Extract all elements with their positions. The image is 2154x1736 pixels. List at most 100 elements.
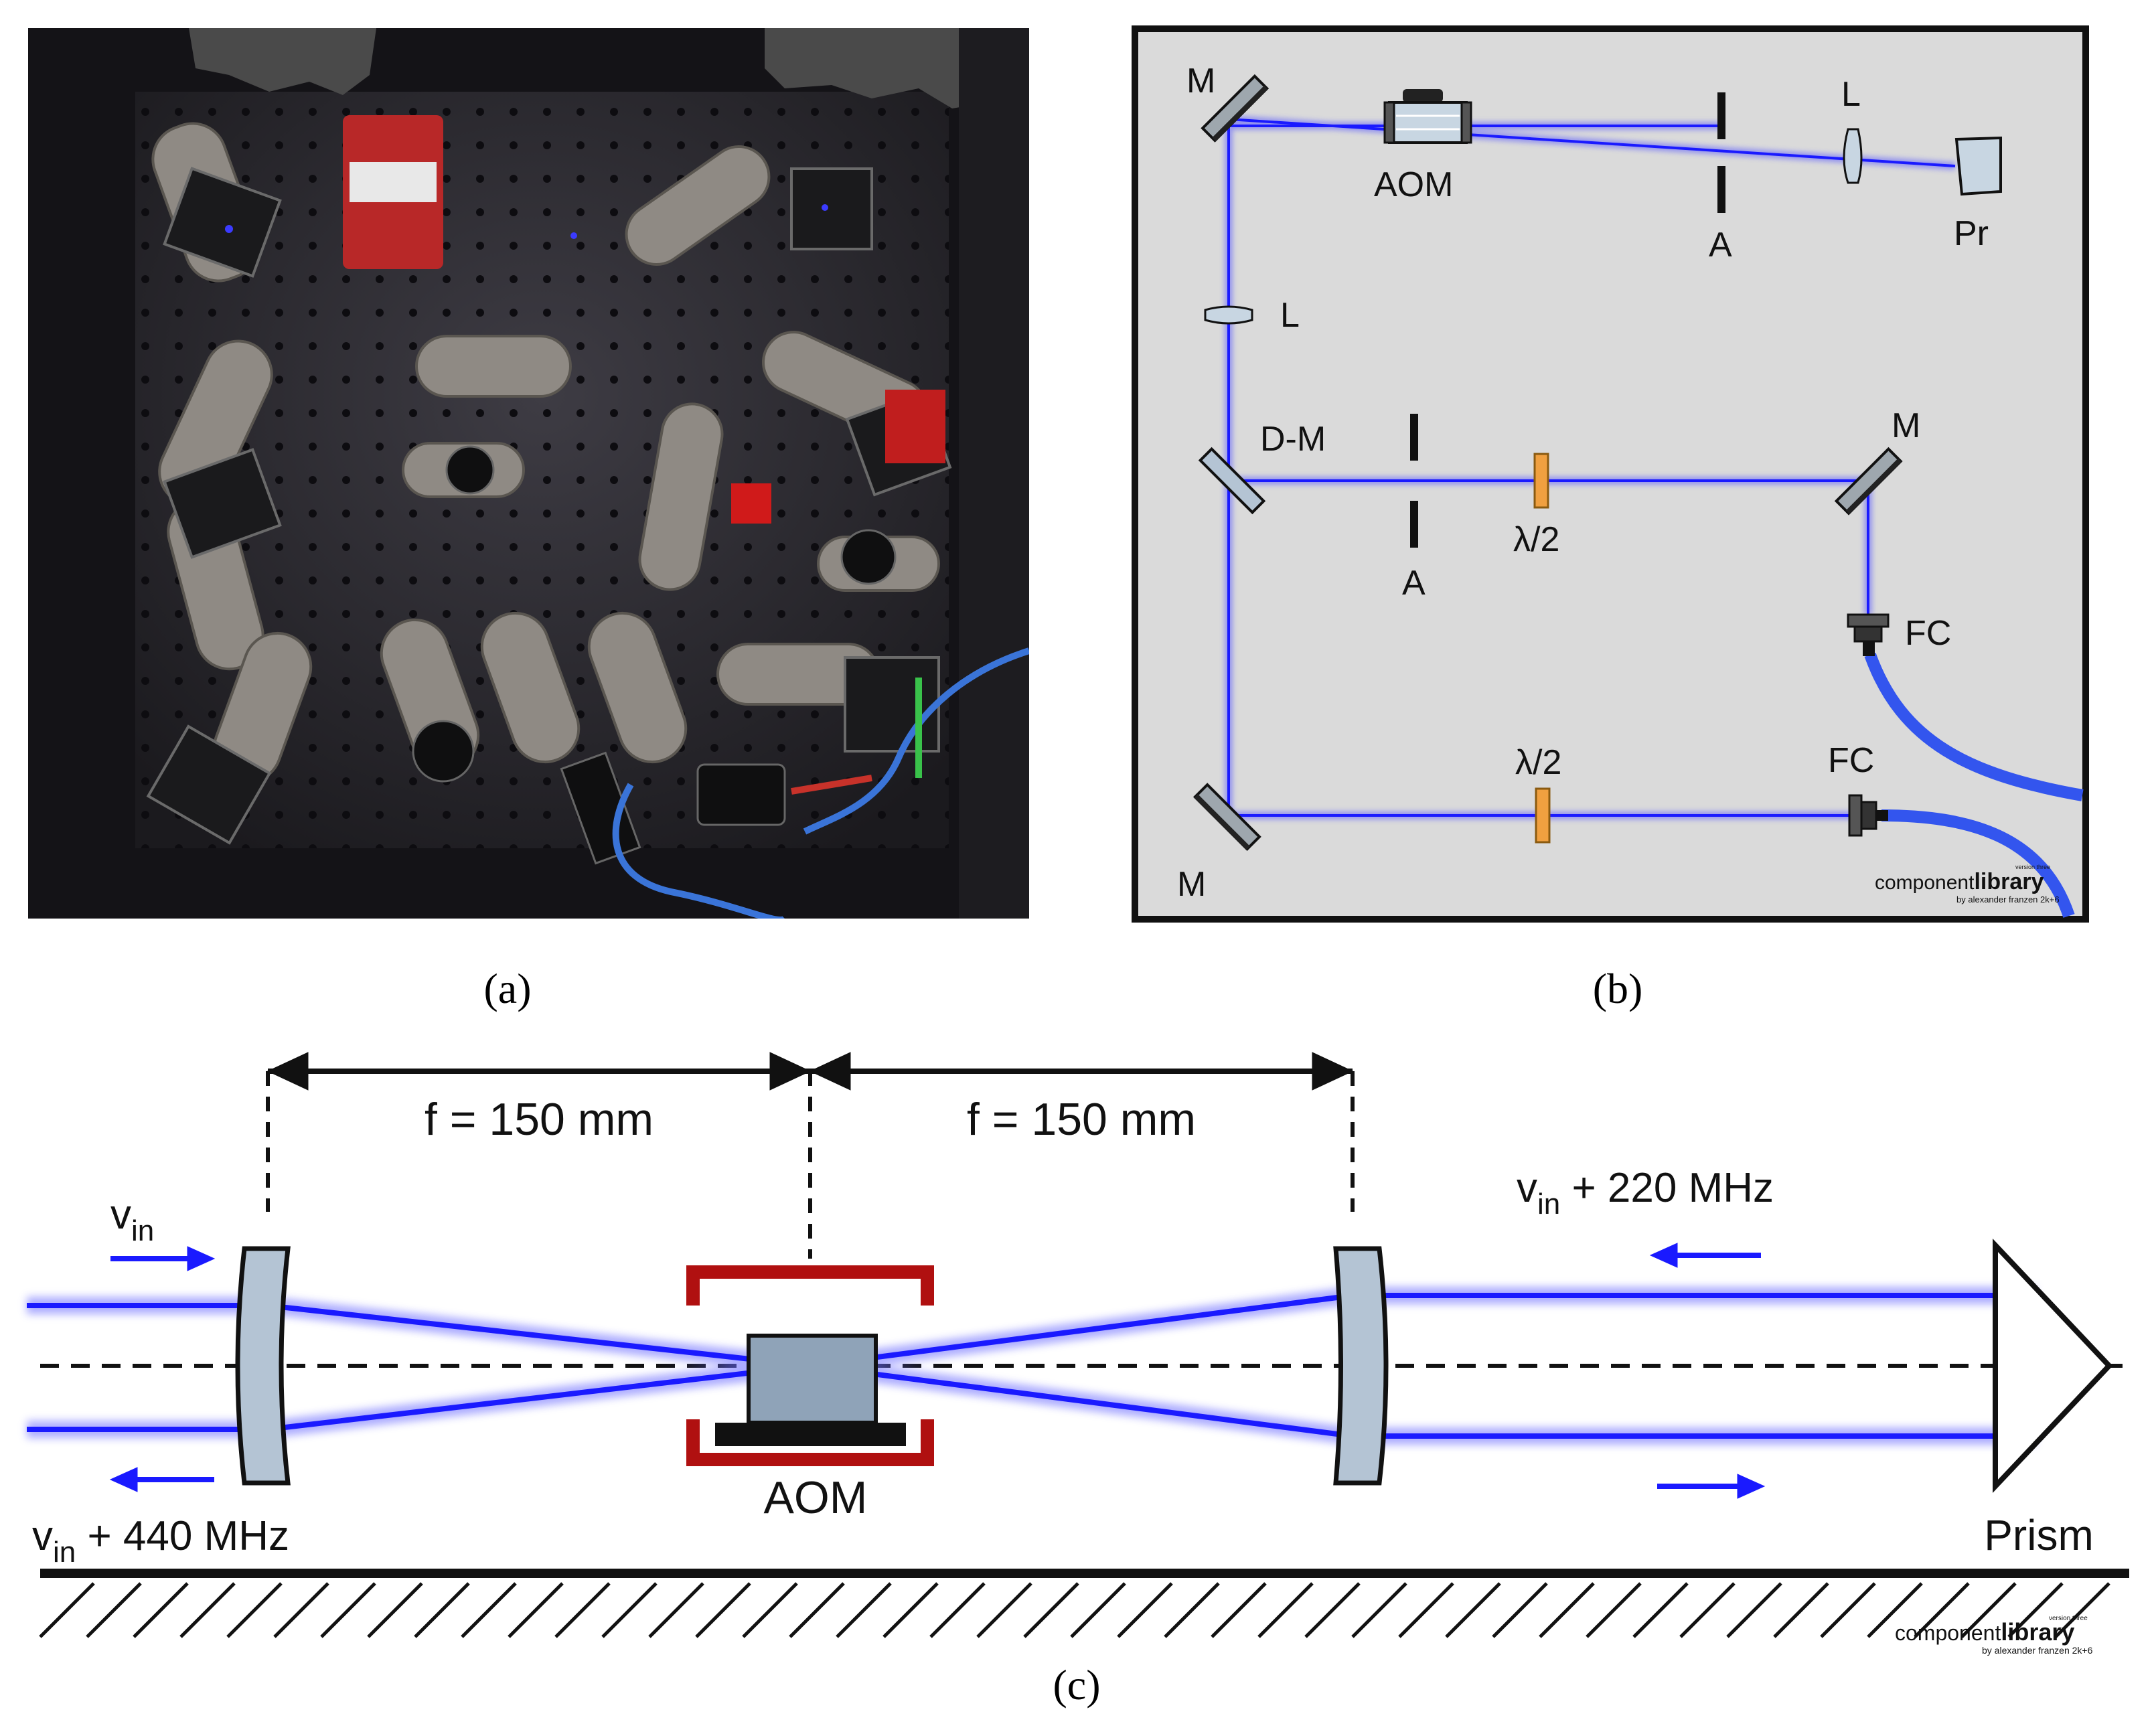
lens-top [1843, 128, 1863, 184]
table-hatch-line [1257, 1582, 1314, 1638]
table-hatch-line [1351, 1582, 1407, 1638]
schematic-diagram: M AOM A L Pr L [1132, 25, 2090, 926]
label-l-left: L [1280, 296, 1300, 335]
table-hatch-line [1679, 1582, 1736, 1638]
table-hatch-line [836, 1582, 892, 1638]
lens-left [1204, 305, 1253, 325]
table-hatch-line [39, 1582, 95, 1638]
fiber-coupler-mid [1847, 613, 1890, 656]
label-aom-b: AOM [1374, 165, 1453, 204]
table-hatch-line [2054, 1582, 2110, 1638]
fiber-bottom [1881, 809, 2075, 918]
table-hatch-line [1304, 1582, 1361, 1638]
aom-component [1383, 89, 1472, 144]
label-dm: D-M [1260, 420, 1326, 459]
label-halfwave-bottom: λ/2 [1515, 743, 1561, 782]
label-fc-mid: FC [1905, 614, 1951, 653]
aom-label-c: AOM [764, 1472, 868, 1523]
table-hatch-line [1726, 1582, 1782, 1638]
label-m-bottom: M [1177, 865, 1206, 904]
fiber-coupler-bottom [1848, 794, 1888, 837]
table-hatch-line [1023, 1582, 1079, 1638]
table-hatch-line [1867, 1582, 1923, 1638]
table-hatch-line [367, 1582, 423, 1638]
table-hatch-line [1117, 1582, 1173, 1638]
component-library-watermark-c: componentlibrary version three by alexan… [1895, 1615, 2093, 1656]
table-hatch-line [1960, 1582, 2017, 1638]
mirror-mid-right [1834, 447, 1903, 516]
label-l-top: L [1841, 75, 1861, 114]
table-hatch-line [976, 1582, 1032, 1638]
table-hatch-line [133, 1582, 189, 1638]
table-hatch-line [929, 1582, 986, 1638]
table-hatch-line [1773, 1582, 1829, 1638]
label-m-top: M [1186, 62, 1215, 100]
mirror-bottom-left [1193, 783, 1261, 852]
label-m-mid: M [1892, 406, 1920, 445]
table-hatch-line [695, 1582, 751, 1638]
svg-text:componentlibrary: componentlibrary [1895, 1618, 2074, 1646]
focal-label-right: f = 150 mm [967, 1094, 1196, 1145]
svg-text:version three: version three [2015, 864, 2050, 870]
table-hatch-line [273, 1582, 329, 1638]
panel-b-label: (b) [1592, 965, 1643, 1012]
table-hatch-line [1164, 1582, 1220, 1638]
table-hatch-line [320, 1582, 376, 1638]
aperture-mid [1410, 414, 1418, 548]
prism-component [1954, 136, 2002, 196]
svg-text:by alexander franzen 2k+6: by alexander franzen 2k+6 [1982, 1645, 2093, 1656]
aom-double-pass-diagram: f = 150 mm f = 150 mm [0, 991, 2154, 1694]
table-hatch-line [1914, 1582, 1970, 1638]
table-hatch-line [179, 1582, 236, 1638]
v-out-440-label: vin + 440 MHz [32, 1513, 289, 1569]
schematic-frame [1132, 25, 2089, 923]
foam-block [765, 28, 992, 108]
table-hatch-line [1398, 1582, 1454, 1638]
table-hatch-line [601, 1582, 658, 1638]
panel-a-label: (a) [483, 965, 532, 1012]
aperture-top [1717, 92, 1725, 213]
table-hatch-line [508, 1582, 564, 1638]
table-hatch-line [86, 1582, 142, 1638]
mirror-top-left [1201, 74, 1270, 143]
label-fc-bottom: FC [1828, 741, 1874, 780]
table-hatch-line [882, 1582, 939, 1638]
table-hatch-line [1539, 1582, 1595, 1638]
table-hatch-line [554, 1582, 611, 1638]
foam-block [189, 28, 376, 95]
svg-text:by alexander franzen 2k+6: by alexander franzen 2k+6 [1956, 894, 2060, 904]
fiber-mid [1864, 652, 2084, 801]
optical-table [39, 1569, 2129, 1638]
dichroic-mirror [1198, 447, 1266, 515]
v-in-label: vin [110, 1192, 154, 1247]
table-hatch-line [461, 1582, 517, 1638]
table-hatch-line [414, 1582, 470, 1638]
lens-right-c [1333, 1246, 1389, 1486]
table-hatch-line [1820, 1582, 1876, 1638]
label-halfwave-mid: λ/2 [1513, 520, 1559, 559]
table-hatch-line [1586, 1582, 1642, 1638]
lens-left-c [235, 1246, 291, 1486]
label-pr: Pr [1954, 214, 1989, 253]
focal-label-left: f = 150 mm [425, 1094, 653, 1145]
halfwave-plate-bottom [1535, 787, 1551, 844]
focal-length-dimensions [266, 1052, 1355, 1259]
table-hatch-line [1632, 1582, 1689, 1638]
prism-label-c: Prism [1984, 1511, 2094, 1559]
table-hatch-line [2007, 1582, 2064, 1638]
prism-c [1993, 1238, 2113, 1494]
table-hatch-line [1445, 1582, 1501, 1638]
photo-illustration [28, 28, 1030, 923]
table-hatch-line [1070, 1582, 1126, 1638]
setup-photo [28, 28, 1030, 923]
table-hatch-line [648, 1582, 704, 1638]
label-a-top: A [1709, 226, 1732, 264]
table-hatch-line [1492, 1582, 1548, 1638]
svg-text:version three: version three [2049, 1615, 2088, 1622]
aom-housing [686, 1265, 934, 1466]
svg-text:componentlibrary: componentlibrary [1875, 869, 2044, 894]
halfwave-plate-mid [1533, 453, 1549, 509]
table-hatch-line [1211, 1582, 1267, 1638]
label-a-mid: A [1402, 564, 1426, 603]
table-hatch-line [226, 1582, 283, 1638]
